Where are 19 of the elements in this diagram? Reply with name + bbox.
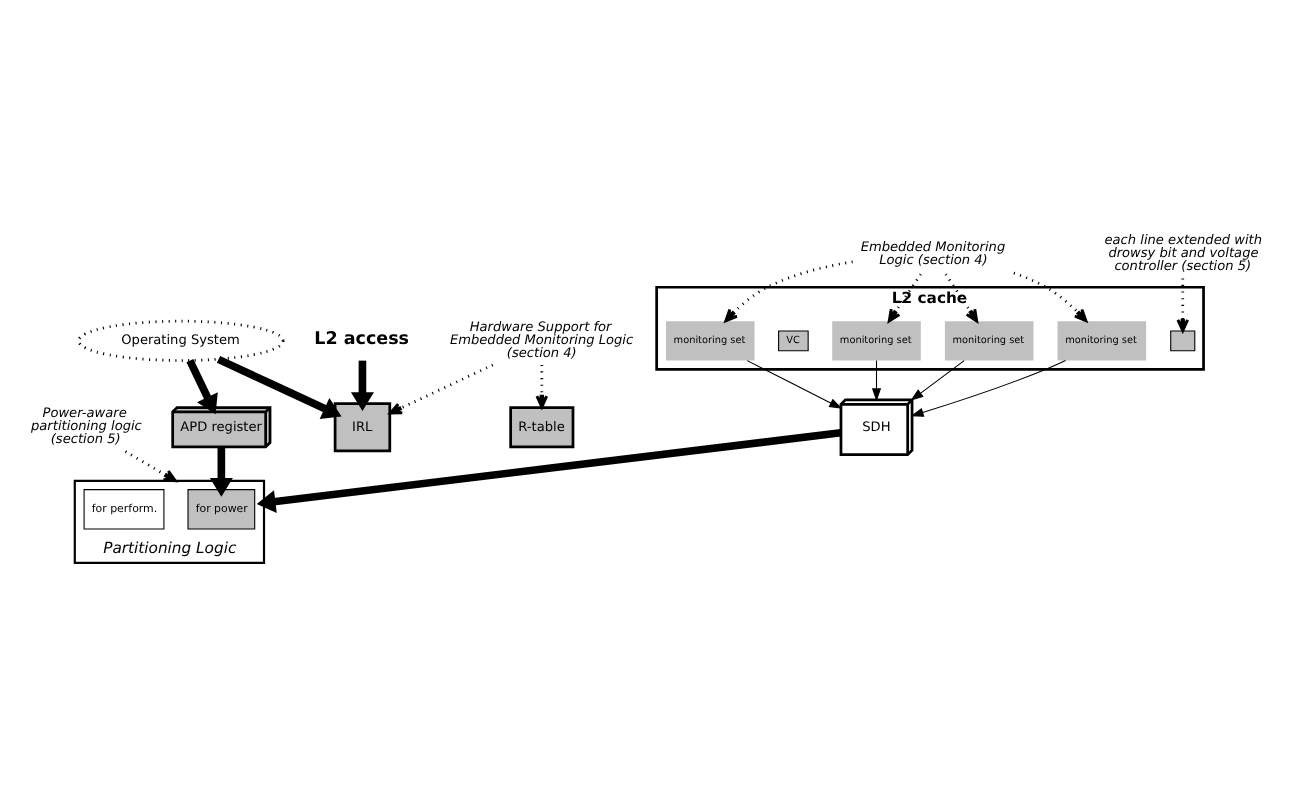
arrow <box>1176 277 1190 332</box>
arrow <box>186 357 218 414</box>
arrow <box>124 449 177 482</box>
arrow <box>724 259 853 322</box>
arrow <box>350 359 374 410</box>
arrow <box>535 363 549 408</box>
arrow <box>910 359 1067 416</box>
arrow <box>910 359 965 400</box>
arrow <box>871 359 882 401</box>
arrow <box>388 362 494 414</box>
arrow <box>887 272 922 322</box>
node-text: L2 access <box>314 328 410 349</box>
arrow <box>216 354 342 418</box>
node-box <box>1170 329 1196 351</box>
arrow <box>256 427 842 513</box>
arrow <box>746 359 843 408</box>
arrow <box>209 446 233 496</box>
arrow <box>944 272 979 322</box>
arrow <box>1013 270 1088 322</box>
